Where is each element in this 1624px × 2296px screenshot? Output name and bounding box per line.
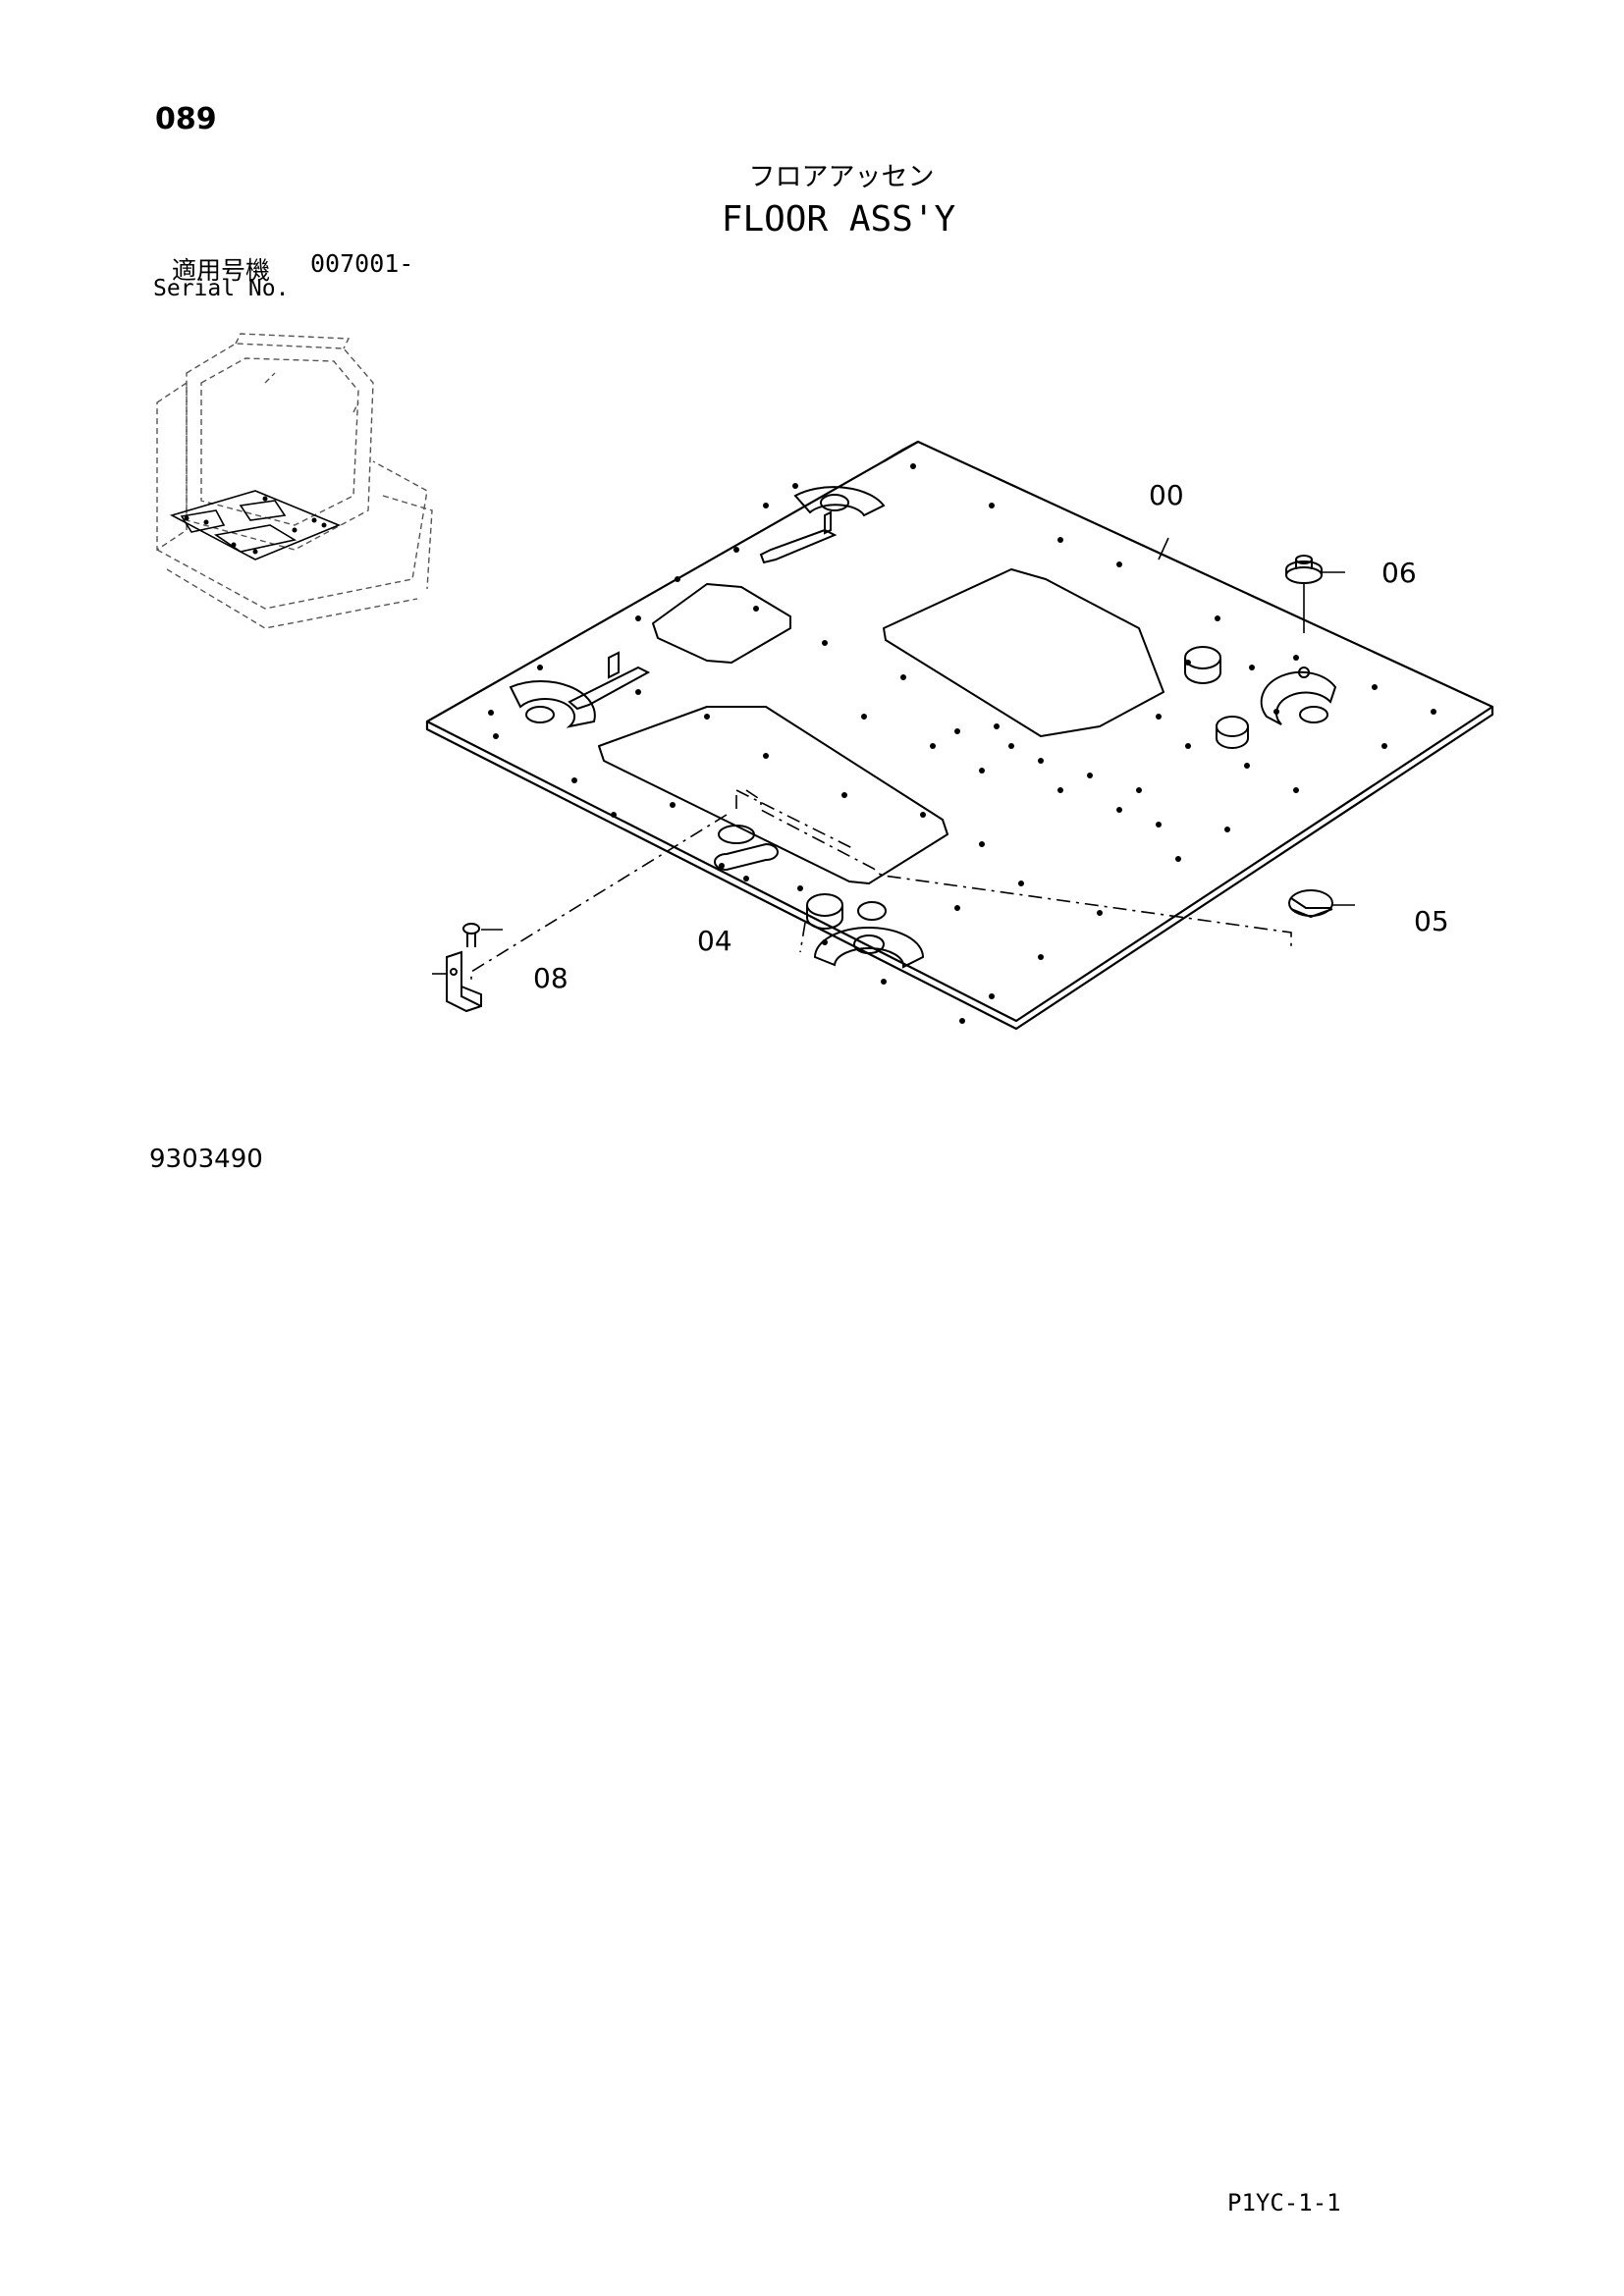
serial-number: 007001- — [310, 249, 414, 278]
serial-label: Serial No. — [153, 276, 290, 301]
page-title: FLOOR ASS'Y — [721, 199, 956, 240]
floor-cutout-left — [598, 706, 948, 884]
mount-pad-left — [509, 680, 596, 728]
part-04-screw — [462, 923, 503, 947]
machine-location-thumbnail — [156, 333, 433, 629]
part-05-plug — [1288, 889, 1355, 919]
serial-label-japanese: 適用号機 — [172, 256, 271, 285]
callout-06: 06 — [1381, 557, 1417, 589]
callout-05: 05 — [1414, 905, 1449, 937]
part-08-bracket — [432, 950, 482, 1013]
mount-pad-top — [793, 486, 886, 517]
floor-cutout-right — [883, 568, 1164, 737]
title-japanese: フロアアッセン — [748, 162, 935, 192]
page-reference: P1YC-1-1 — [1227, 2189, 1341, 2216]
mount-pad-bottom — [813, 927, 925, 969]
drawing-code: 9303490 — [149, 1145, 263, 1174]
callout-00: 00 — [1149, 479, 1184, 511]
floor-assembly-diagram — [425, 440, 1494, 1031]
callout-08: 08 — [533, 962, 568, 994]
part-06-grommet — [1285, 555, 1345, 678]
page-number: 089 — [155, 102, 217, 136]
floor-cutout-top — [652, 583, 791, 664]
callout-04: 04 — [697, 925, 732, 957]
mount-pad-right — [1260, 670, 1337, 725]
